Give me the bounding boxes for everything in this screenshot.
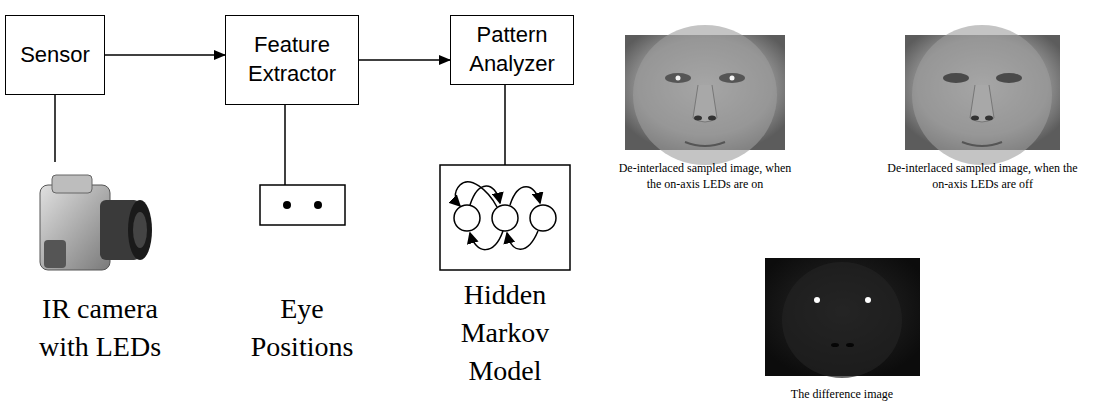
box-content: Feature Extractor: [226, 31, 358, 88]
box-content: Pattern Analyzer: [451, 21, 573, 78]
image-caption: The difference image: [742, 386, 942, 402]
difference-photo: [765, 258, 920, 378]
component-caption: Hidden Markov Model: [442, 276, 568, 389]
process-box: Pattern Analyzer: [450, 15, 574, 85]
flow-arrow: [359, 59, 450, 61]
process-box: Feature Extractor: [225, 15, 359, 105]
box-label: Pattern Analyzer: [451, 21, 573, 78]
process-box: Sensor: [5, 15, 105, 95]
box-content: Sensor: [20, 41, 90, 70]
component-caption: Eye Positions: [237, 290, 367, 366]
flow-arrow: [105, 54, 225, 56]
box-label: Feature Extractor: [226, 31, 358, 88]
face-photo: [625, 25, 785, 165]
leader-line: [284, 105, 286, 185]
component-caption: IR camera with LEDs: [20, 290, 180, 366]
box-label: Sensor: [20, 41, 90, 70]
image-caption: De-interlaced sampled image, when the on…: [885, 160, 1080, 192]
image-caption: De-interlaced sampled image, when the on…: [610, 160, 800, 192]
face-photo: [905, 25, 1060, 165]
leader-line: [54, 95, 56, 162]
hmm-icon: [440, 165, 570, 270]
eye-positions-icon: [260, 185, 345, 225]
camera-icon: [40, 175, 152, 270]
